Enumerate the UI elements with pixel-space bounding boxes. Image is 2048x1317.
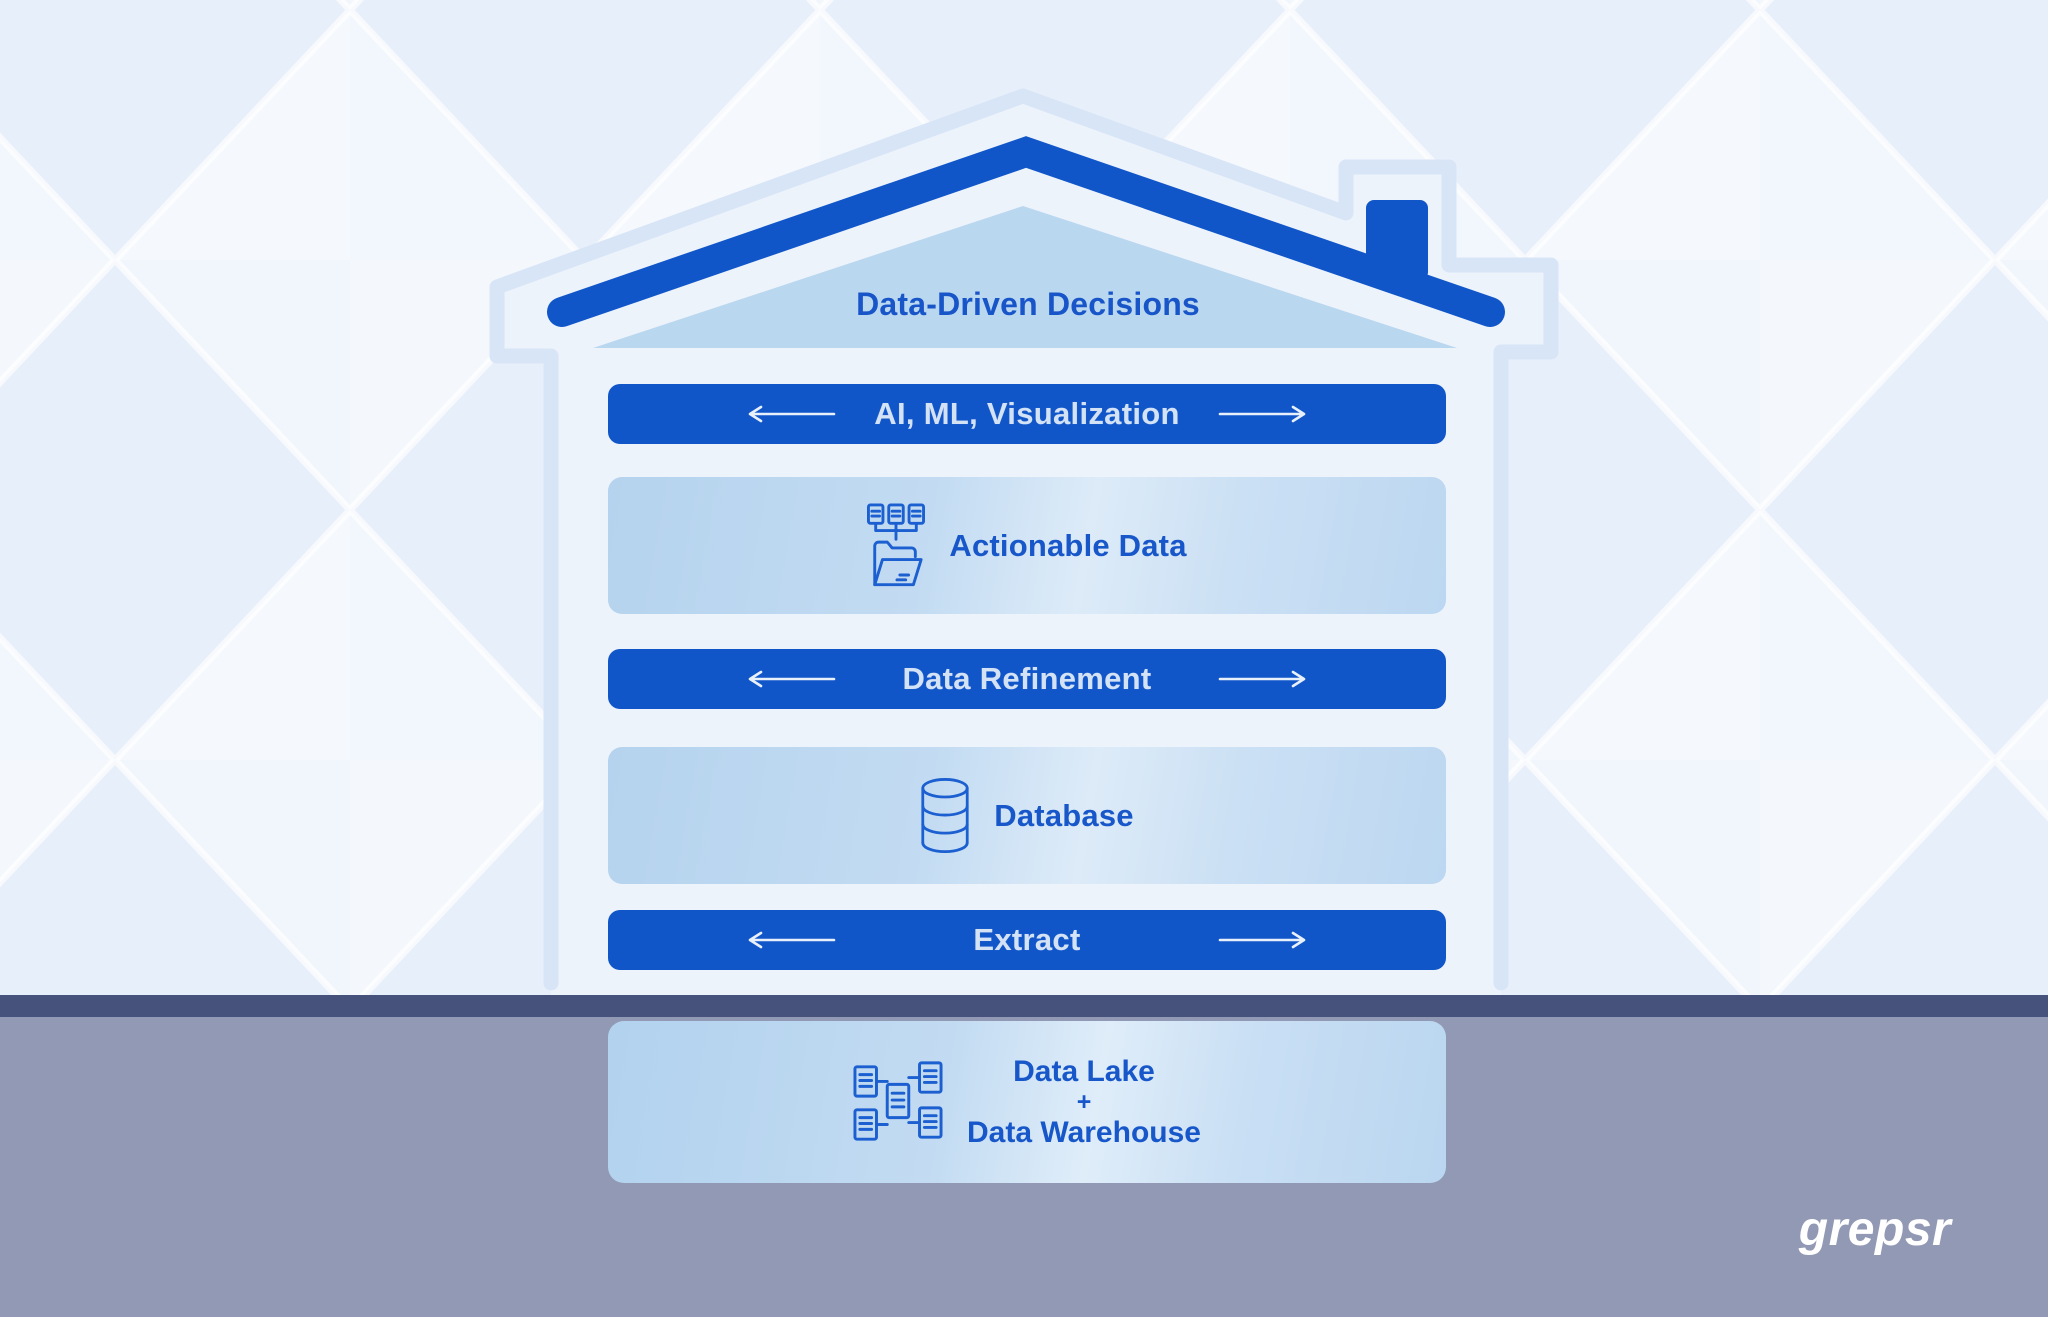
level-bar-extract: Extract — [608, 910, 1446, 970]
underground-card-plus: + — [1076, 1087, 1092, 1116]
level-label: Extract — [973, 922, 1081, 957]
database-cylinder-icon — [921, 777, 969, 853]
linked-documents-icon — [853, 1061, 943, 1141]
arrow-right-icon — [1218, 405, 1306, 423]
documents-into-folder-icon — [867, 502, 926, 586]
underground-card-line3: Data Warehouse — [967, 1115, 1201, 1149]
arrow-right-icon — [1218, 931, 1306, 949]
roof-band — [547, 136, 1505, 327]
house-outline — [489, 88, 1559, 991]
level-card-actionable-data: Actionable Data — [608, 477, 1446, 614]
level-card-database: Database — [608, 747, 1446, 884]
level-label: Database — [994, 797, 1134, 833]
ground-line — [0, 995, 2048, 1017]
underground-card-line1: Data Lake — [1013, 1055, 1155, 1089]
level-label: AI, ML, Visualization — [874, 396, 1180, 431]
roof-gable-triangle — [593, 206, 1457, 348]
arrow-left-icon — [748, 931, 836, 949]
roof-title: Data-Driven Decisions — [856, 286, 1200, 322]
grepsr-logo: grepsr — [1798, 1203, 1952, 1256]
arrow-left-icon — [748, 670, 836, 688]
level-label: Data Refinement — [902, 661, 1152, 696]
underground-card-data-lake-warehouse: Data Lake + Data Warehouse — [608, 1021, 1446, 1183]
level-bar-data-refinement: Data Refinement — [608, 649, 1446, 709]
arrow-right-icon — [1218, 670, 1306, 688]
level-bar-ai-ml-visualization: AI, ML, Visualization — [608, 384, 1446, 444]
arrow-left-icon — [748, 405, 836, 423]
level-label: Actionable Data — [949, 527, 1187, 563]
